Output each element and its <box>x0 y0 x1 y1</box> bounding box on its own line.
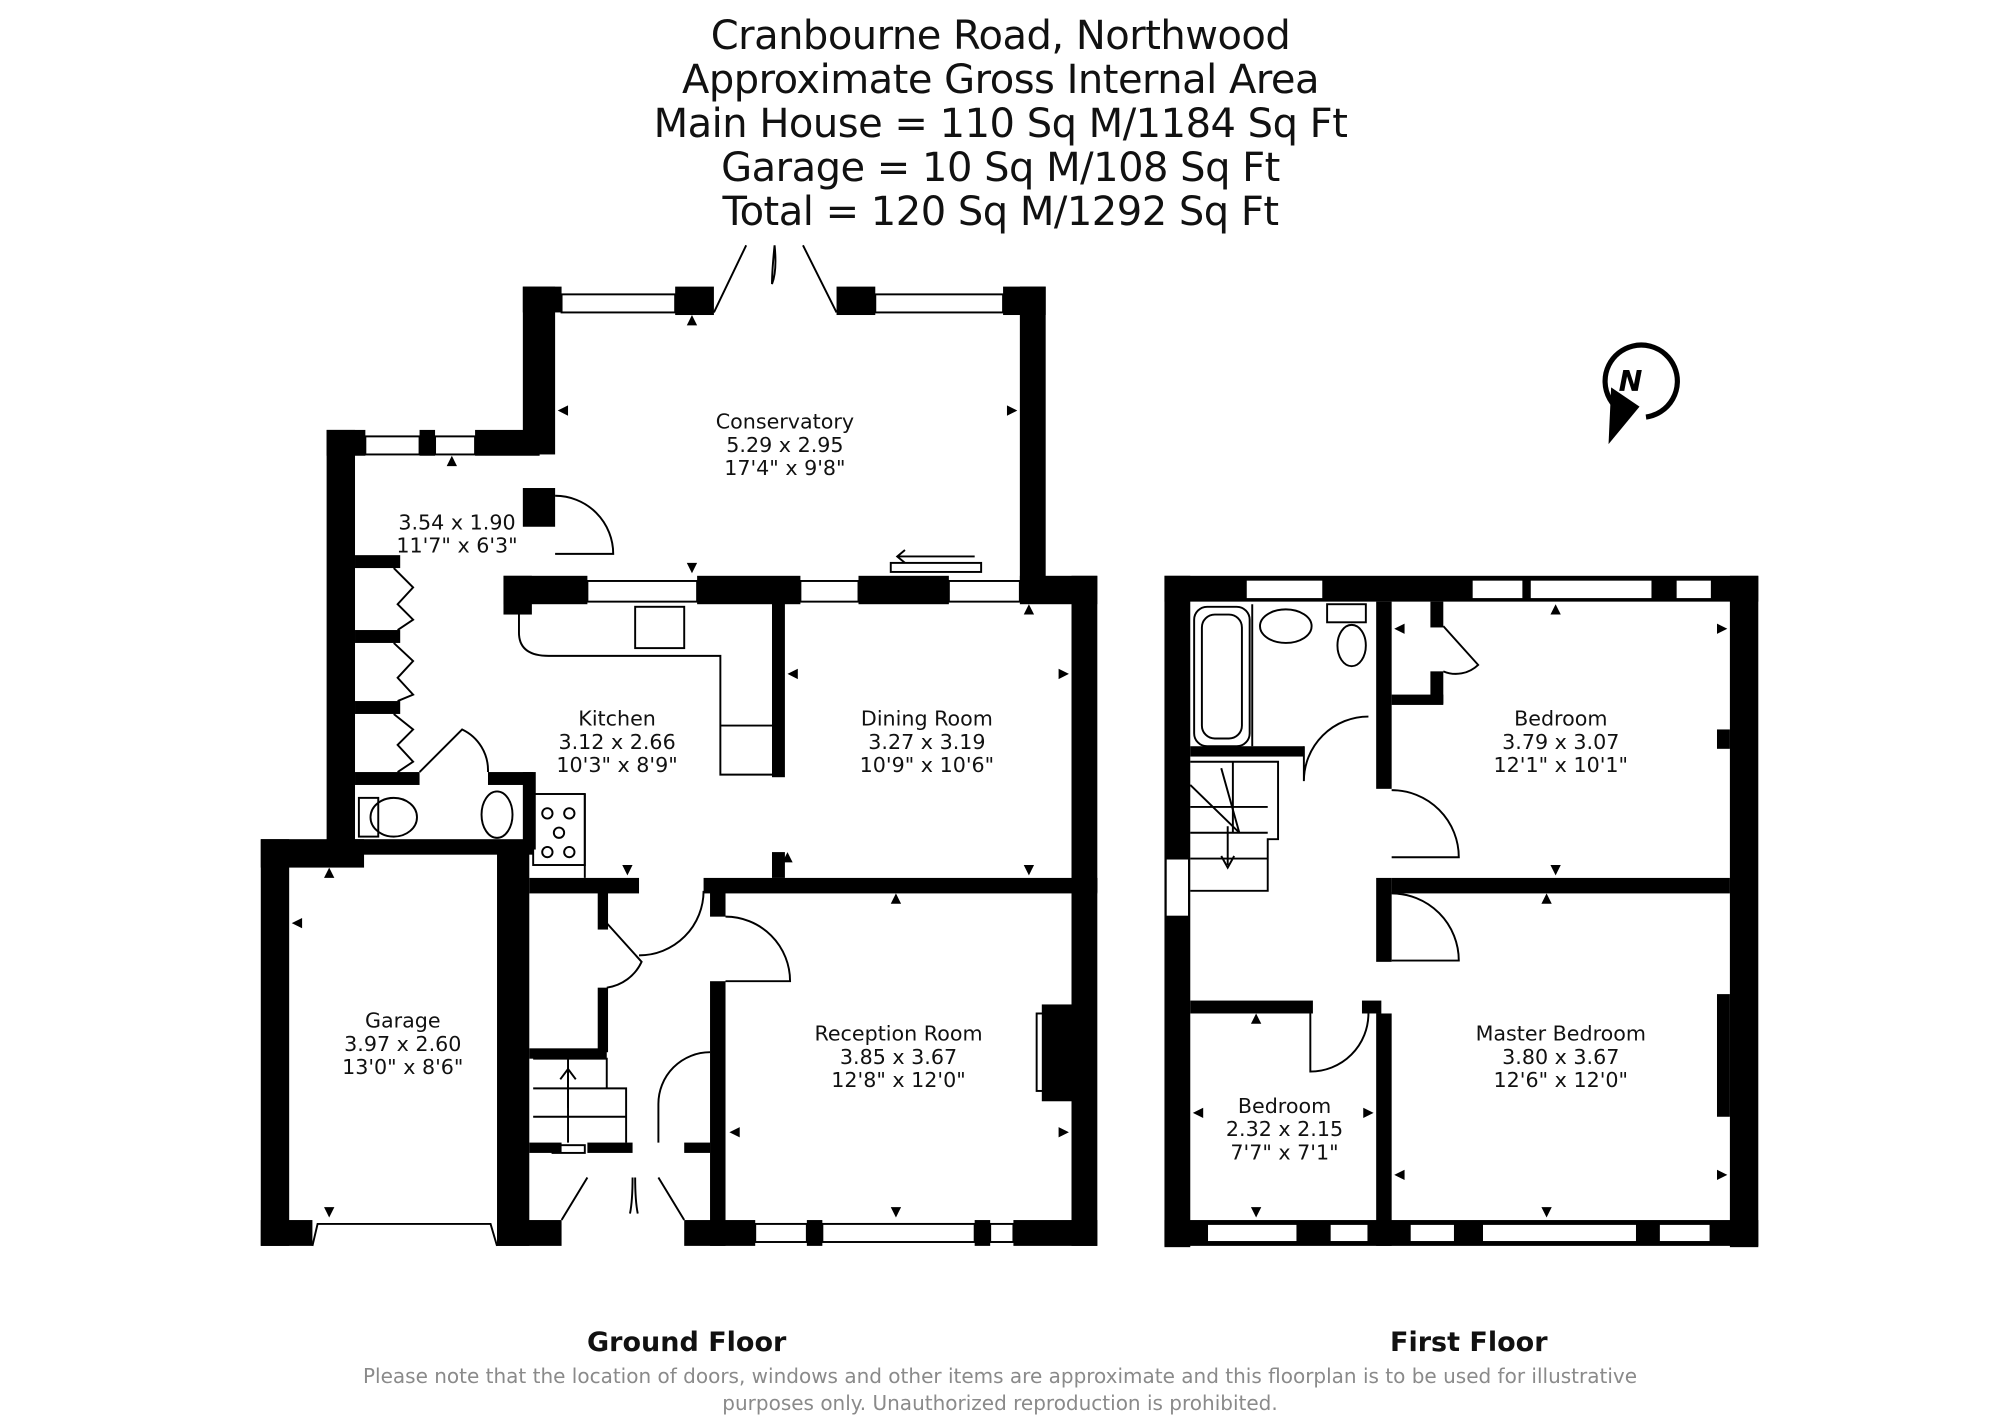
room-imperial-kitchen: 10'3" x 8'9" <box>556 753 677 777</box>
room-imperial-dining: 10'9" x 10'6" <box>860 753 994 777</box>
room-imperial-master-bedroom: 12'6" x 12'0" <box>1494 1068 1628 1092</box>
room-imperial-garage: 13'0" x 8'6" <box>342 1055 463 1079</box>
room-metric-master-bedroom: 3.80 x 3.67 <box>1502 1045 1619 1069</box>
room-imperial-bedroom-2: 7'7" x 7'1" <box>1230 1140 1338 1164</box>
first-floor-label: First Floor <box>1390 1327 1548 1358</box>
room-name-reception: Reception Room <box>814 1022 982 1046</box>
address-title: Cranbourne Road, Northwood <box>710 13 1291 59</box>
room-metric-conservatory: 5.29 x 2.95 <box>726 433 843 457</box>
main-house-area: Main House = 110 Sq M/1184 Sq Ft <box>653 101 1348 147</box>
room-imperial-utility: 11'7" x 6'3" <box>396 534 517 558</box>
disclaimer-line-1: Please note that the location of doors, … <box>362 1364 1638 1388</box>
room-metric-garage: 3.97 x 2.60 <box>344 1032 461 1056</box>
room-imperial-conservatory: 17'4" x 9'8" <box>724 456 845 480</box>
title-block: Cranbourne Road, Northwood Approximate G… <box>0 14 2001 234</box>
dimension-markers <box>291 315 1728 1218</box>
room-metric-utility: 3.54 x 1.90 <box>398 510 515 534</box>
first-floor-fixtures <box>1164 578 1713 1243</box>
room-metric-dining: 3.27 x 3.19 <box>868 730 985 754</box>
room-imperial-reception: 12'8" x 12'0" <box>831 1068 965 1092</box>
total-area: Total = 120 Sq M/1292 Sq Ft <box>722 189 1279 235</box>
area-subtitle: Approximate Gross Internal Area <box>681 57 1320 103</box>
room-name-bedroom-1: Bedroom <box>1514 707 1607 731</box>
room-metric-kitchen: 3.12 x 2.66 <box>558 730 675 754</box>
disclaimer: Please note that the location of doors, … <box>340 1363 1660 1417</box>
room-labels: Conservatory 5.29 x 2.95 17'4" x 9'8" 3.… <box>342 410 1646 1165</box>
ground-floor-fixtures <box>311 244 1051 1247</box>
room-name-conservatory: Conservatory <box>716 410 854 434</box>
room-metric-bedroom-1: 3.79 x 3.07 <box>1502 730 1619 754</box>
north-compass-icon: N <box>1602 342 1680 445</box>
room-name-garage: Garage <box>365 1009 441 1033</box>
garage-area: Garage = 10 Sq M/108 Sq Ft <box>721 145 1280 191</box>
room-name-kitchen: Kitchen <box>578 707 656 731</box>
disclaimer-line-2: purposes only. Unauthorized reproduction… <box>722 1391 1278 1415</box>
room-imperial-bedroom-1: 12'1" x 10'1" <box>1494 753 1628 777</box>
room-name-dining: Dining Room <box>861 707 993 731</box>
room-metric-reception: 3.85 x 3.67 <box>840 1045 957 1069</box>
room-name-master-bedroom: Master Bedroom <box>1476 1022 1646 1046</box>
room-name-bedroom-2: Bedroom <box>1238 1094 1331 1118</box>
ground-floor-label: Ground Floor <box>587 1327 787 1358</box>
room-metric-bedroom-2: 2.32 x 2.15 <box>1226 1117 1343 1141</box>
compass-n-label: N <box>1619 365 1643 398</box>
